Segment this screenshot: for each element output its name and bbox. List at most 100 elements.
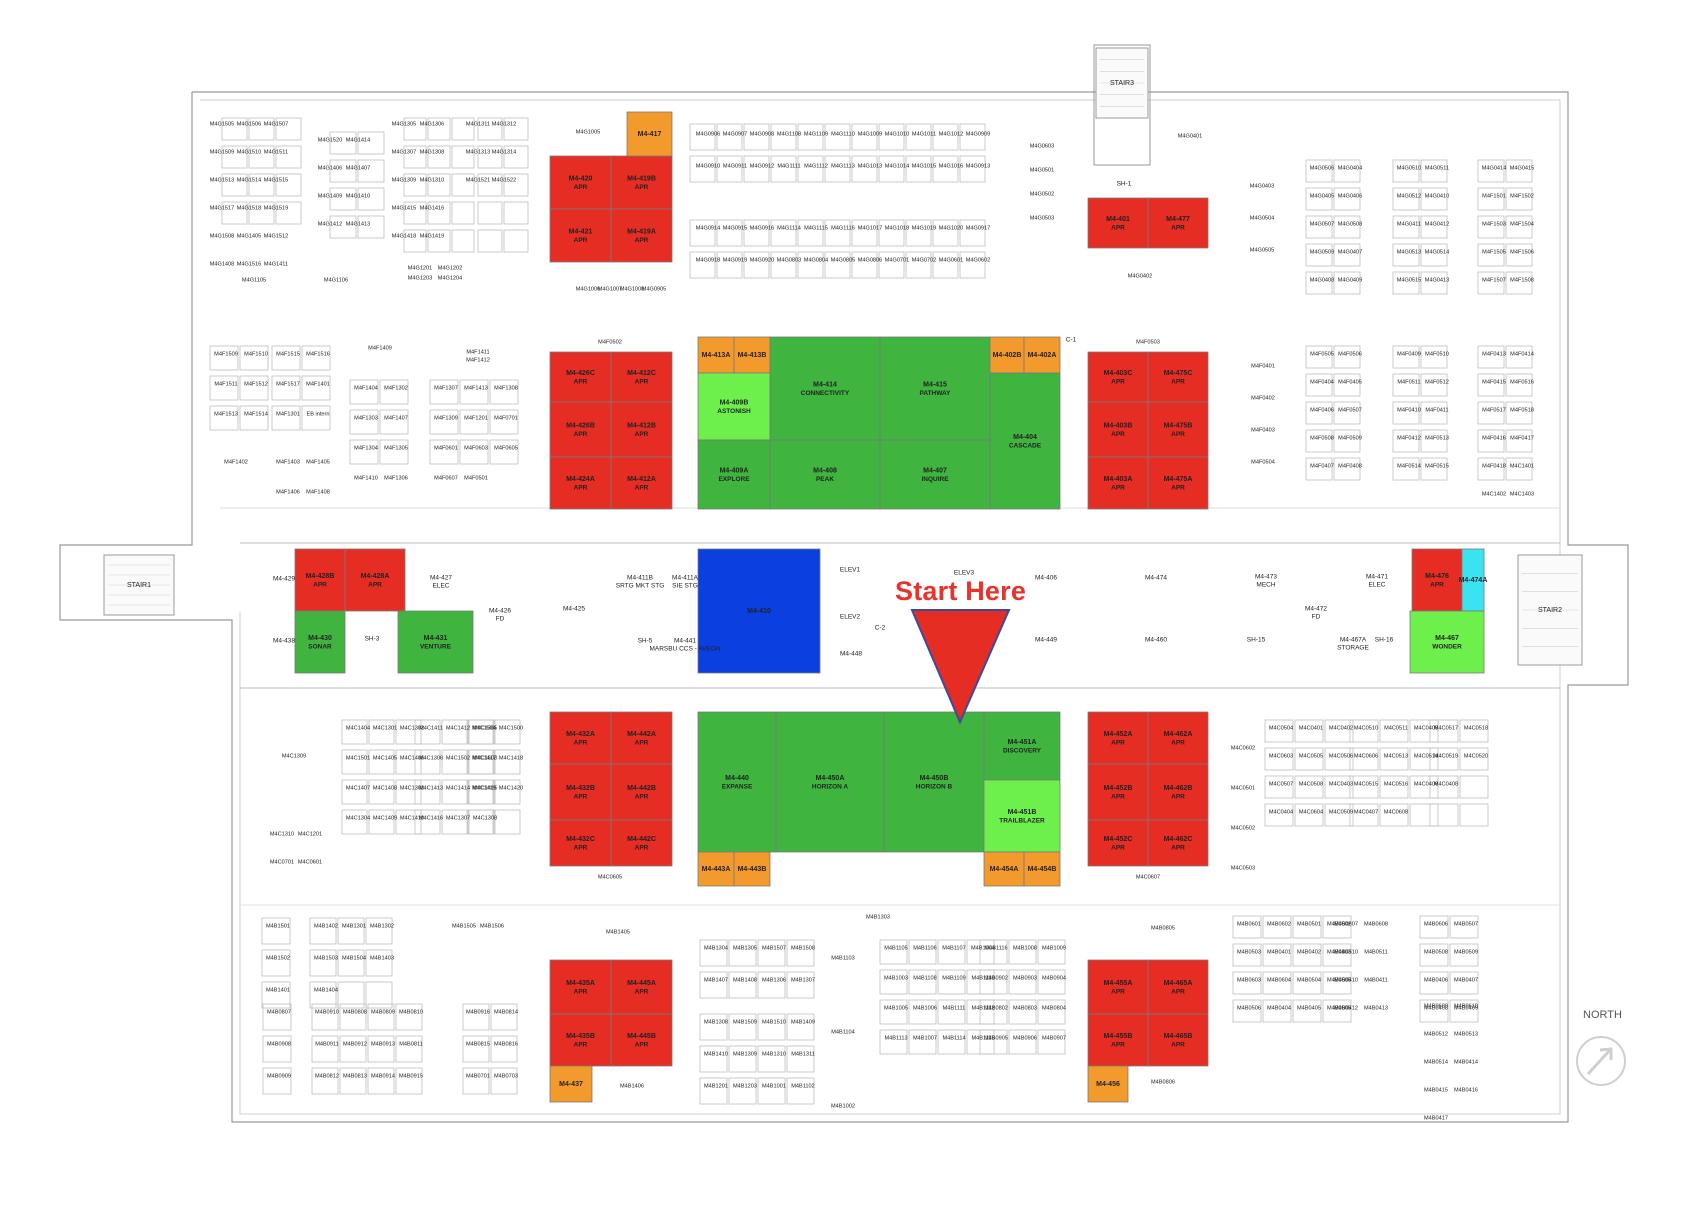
workstation-label: M4C0604 bbox=[1299, 809, 1323, 815]
desk bbox=[367, 1003, 395, 1031]
room-id-label: M4-475B bbox=[1164, 422, 1193, 429]
desk bbox=[824, 155, 851, 183]
desk bbox=[743, 155, 770, 183]
workstation-label: M4G1109 bbox=[804, 131, 828, 137]
room-fill bbox=[1087, 819, 1149, 867]
room-m4-417[interactable]: M4-417 bbox=[626, 111, 673, 157]
room-m4-443b[interactable]: M4-443B bbox=[733, 851, 771, 887]
room-m4-402a[interactable]: M4-402A bbox=[1023, 336, 1061, 374]
desk bbox=[221, 201, 248, 225]
workstation-label: M4F1307 bbox=[434, 385, 458, 391]
room-fill bbox=[1147, 711, 1209, 765]
room-m4-413b[interactable]: M4-413B bbox=[733, 336, 771, 374]
room-fill bbox=[610, 208, 673, 263]
room-id-label: M4-435A bbox=[566, 980, 595, 987]
desk bbox=[221, 173, 248, 197]
room-m4-456[interactable]: M4-456 bbox=[1087, 1065, 1129, 1103]
plain-room-label: SH-16 bbox=[1375, 637, 1394, 644]
workstation-label: M4F0501 bbox=[464, 475, 488, 481]
room-m4-474a[interactable]: M4-474A bbox=[1459, 548, 1488, 612]
workstation-label: M4F1504 bbox=[1510, 221, 1534, 227]
workstation-label: M4C1500 bbox=[499, 725, 523, 731]
room-m4-402b[interactable]: M4-402B bbox=[989, 336, 1025, 374]
desk bbox=[1477, 345, 1505, 369]
workstation-label: M4G1521 bbox=[466, 177, 491, 183]
room-m4-413a[interactable]: M4-413A bbox=[697, 336, 735, 374]
room-m4-410[interactable]: M4-410 bbox=[697, 548, 821, 674]
workstation-label: M4G1010 bbox=[885, 131, 910, 137]
workstation-label: M4F1501 bbox=[1482, 193, 1506, 199]
room-m4-454b[interactable]: M4-454B bbox=[1023, 851, 1061, 887]
room-m4-437[interactable]: M4-437 bbox=[549, 1065, 593, 1103]
workstation-label: M4G1510 bbox=[237, 149, 262, 155]
desk bbox=[489, 409, 519, 435]
workstation-label: M4C1504 bbox=[472, 725, 496, 731]
room-m4-454a[interactable]: M4-454A bbox=[983, 851, 1025, 887]
workstation-label: M4G1016 bbox=[939, 163, 964, 169]
desk bbox=[477, 145, 503, 169]
workstation-label: M4G1108 bbox=[777, 131, 801, 137]
workstation-label: M4B0906 bbox=[1013, 1035, 1037, 1041]
desk bbox=[959, 155, 986, 183]
room-sub-label: APR bbox=[1171, 740, 1185, 747]
room-sub-label: APR bbox=[635, 431, 649, 438]
room-m4-443a[interactable]: M4-443A bbox=[697, 851, 735, 887]
